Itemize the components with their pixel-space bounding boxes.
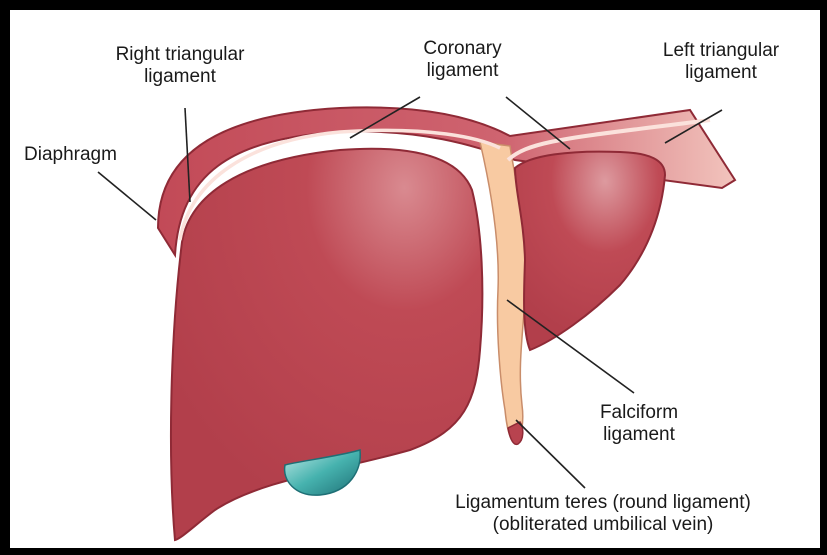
- label-coronary: Coronary ligament: [395, 38, 530, 82]
- label-left-triangular: Left triangular ligament: [636, 40, 806, 84]
- diagram-canvas: Right triangular ligament Coronary ligam…: [10, 10, 820, 548]
- label-diaphragm-text: Diaphragm: [24, 144, 117, 165]
- label-right-triangular: Right triangular ligament: [90, 44, 270, 88]
- label-right-triangular-line2: ligament: [90, 66, 270, 88]
- liver-illustration: [10, 10, 820, 548]
- label-teres-line2: (obliterated umbilical vein): [398, 514, 808, 536]
- label-coronary-line2: ligament: [395, 60, 530, 82]
- label-diaphragm: Diaphragm: [24, 144, 117, 166]
- label-right-triangular-line1: Right triangular: [90, 44, 270, 66]
- label-teres-line1: Ligamentum teres (round ligament): [398, 492, 808, 514]
- label-falciform-line1: Falciform: [584, 402, 694, 424]
- label-falciform-line2: ligament: [584, 424, 694, 446]
- left-lobe: [515, 152, 665, 350]
- leader-diaphragm: [98, 172, 156, 220]
- label-teres: Ligamentum teres (round ligament) (oblit…: [398, 492, 808, 536]
- label-falciform: Falciform ligament: [584, 402, 694, 446]
- label-left-triangular-line2: ligament: [636, 62, 806, 84]
- label-left-triangular-line1: Left triangular: [636, 40, 806, 62]
- leader-teres: [516, 420, 585, 488]
- label-coronary-line1: Coronary: [395, 38, 530, 60]
